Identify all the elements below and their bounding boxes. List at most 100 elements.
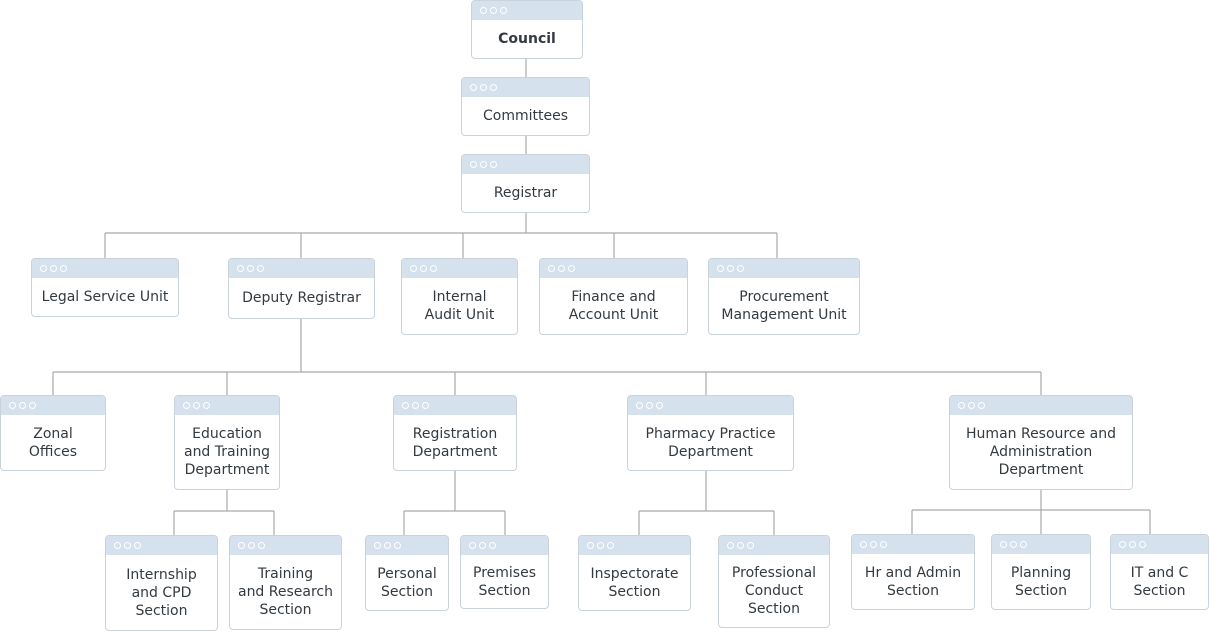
window-bar xyxy=(229,259,374,278)
window-dot-icon xyxy=(410,265,417,272)
window-dot-icon xyxy=(727,542,734,549)
node-label: Deputy Registrar xyxy=(242,290,361,306)
node-it-c-section[interactable]: IT and C Section xyxy=(1110,534,1209,610)
node-premises-section[interactable]: Premises Section xyxy=(460,535,549,609)
window-dot-icon xyxy=(636,402,643,409)
window-dot-icon xyxy=(1000,541,1007,548)
node-label: Training and Research Section xyxy=(237,566,333,618)
window-bar xyxy=(394,396,516,415)
node-planning-section[interactable]: Planning Section xyxy=(991,534,1091,610)
window-bar xyxy=(709,259,859,278)
node-finance-account-unit[interactable]: Finance and Account Unit xyxy=(539,258,688,335)
window-dot-icon xyxy=(203,402,210,409)
node-committees[interactable]: Committees xyxy=(461,77,590,136)
node-label: Procurement Management Unit xyxy=(721,289,847,323)
node-label: Committees xyxy=(482,108,568,124)
window-dot-icon xyxy=(40,265,47,272)
window-dot-icon xyxy=(646,402,653,409)
node-training-research-section[interactable]: Training and Research Section xyxy=(229,535,342,630)
node-professional-conduct-section[interactable]: Professional Conduct Section xyxy=(718,535,830,628)
window-dot-icon xyxy=(737,542,744,549)
window-bar xyxy=(230,536,341,555)
window-bar xyxy=(461,536,548,555)
window-dot-icon xyxy=(248,542,255,549)
node-registrar[interactable]: Registrar xyxy=(461,154,590,213)
node-registration-department[interactable]: Registration Department xyxy=(393,395,517,471)
window-dot-icon xyxy=(490,7,497,14)
node-hr-admin-section[interactable]: Hr and Admin Section xyxy=(851,534,975,610)
node-education-training-department[interactable]: Education and Training Department xyxy=(174,395,280,490)
window-bar xyxy=(1,396,105,415)
window-dot-icon xyxy=(402,402,409,409)
window-dot-icon xyxy=(656,402,663,409)
window-bar xyxy=(719,536,829,555)
window-dot-icon xyxy=(247,265,254,272)
window-dot-icon xyxy=(374,542,381,549)
window-dot-icon xyxy=(978,402,985,409)
node-label: IT and C Section xyxy=(1130,564,1189,599)
node-label: Internal Audit Unit xyxy=(424,289,495,323)
window-bar xyxy=(1111,535,1208,554)
node-internal-audit-unit[interactable]: Internal Audit Unit xyxy=(401,258,518,335)
node-personal-section[interactable]: Personal Section xyxy=(365,535,449,611)
node-inspectorate-section[interactable]: Inspectorate Section xyxy=(578,535,691,611)
window-dot-icon xyxy=(597,542,604,549)
window-dot-icon xyxy=(1129,541,1136,548)
window-dot-icon xyxy=(134,542,141,549)
connector-pharmacy-sections xyxy=(638,471,775,535)
window-dot-icon xyxy=(50,265,57,272)
window-dot-icon xyxy=(548,265,555,272)
window-dot-icon xyxy=(727,265,734,272)
node-label: Legal Service Unit xyxy=(41,289,169,305)
window-dot-icon xyxy=(237,265,244,272)
node-internship-cpd-section[interactable]: Internship and CPD Section xyxy=(105,535,218,631)
window-dot-icon xyxy=(747,542,754,549)
window-dot-icon xyxy=(183,402,190,409)
window-bar xyxy=(628,396,793,415)
window-bar xyxy=(540,259,687,278)
window-dot-icon xyxy=(500,7,507,14)
window-dot-icon xyxy=(607,542,614,549)
window-dot-icon xyxy=(238,542,245,549)
node-council[interactable]: Council xyxy=(471,0,583,59)
window-dot-icon xyxy=(717,265,724,272)
window-dot-icon xyxy=(257,265,264,272)
connector-deputy-departments xyxy=(52,319,1042,395)
window-dot-icon xyxy=(470,84,477,91)
node-pharmacy-practice-department[interactable]: Pharmacy Practice Department xyxy=(627,395,794,471)
node-legal-service-unit[interactable]: Legal Service Unit xyxy=(31,258,179,317)
window-dot-icon xyxy=(394,542,401,549)
node-hr-administration-department[interactable]: Human Resource and Administration Depart… xyxy=(949,395,1133,490)
node-label: Zonal Offices xyxy=(28,425,78,460)
window-bar xyxy=(462,78,589,97)
window-dot-icon xyxy=(479,542,486,549)
window-bar xyxy=(402,259,517,278)
node-label: Finance and Account Unit xyxy=(568,289,659,323)
window-dot-icon xyxy=(60,265,67,272)
window-dot-icon xyxy=(9,402,16,409)
node-label: Hr and Admin Section xyxy=(864,564,962,599)
connector-education-sections xyxy=(173,490,275,535)
connector-registration-sections xyxy=(403,471,506,535)
node-procurement-management-unit[interactable]: Procurement Management Unit xyxy=(708,258,860,335)
window-bar xyxy=(32,259,178,278)
node-zonal-offices[interactable]: Zonal Offices xyxy=(0,395,106,471)
window-dot-icon xyxy=(114,542,121,549)
window-dot-icon xyxy=(737,265,744,272)
node-label: Planning Section xyxy=(1010,564,1072,599)
window-dot-icon xyxy=(558,265,565,272)
node-label: Premises Section xyxy=(473,564,536,599)
window-dot-icon xyxy=(480,7,487,14)
window-dot-icon xyxy=(587,542,594,549)
window-bar xyxy=(852,535,974,554)
window-dot-icon xyxy=(490,161,497,168)
connector-hr-sections xyxy=(911,490,1151,534)
window-dot-icon xyxy=(19,402,26,409)
node-deputy-registrar[interactable]: Deputy Registrar xyxy=(228,258,375,319)
node-label: Personal Section xyxy=(377,565,437,600)
window-dot-icon xyxy=(470,161,477,168)
connector-registrar-units xyxy=(104,213,778,258)
node-label: Inspectorate Section xyxy=(590,565,679,600)
window-dot-icon xyxy=(258,542,265,549)
